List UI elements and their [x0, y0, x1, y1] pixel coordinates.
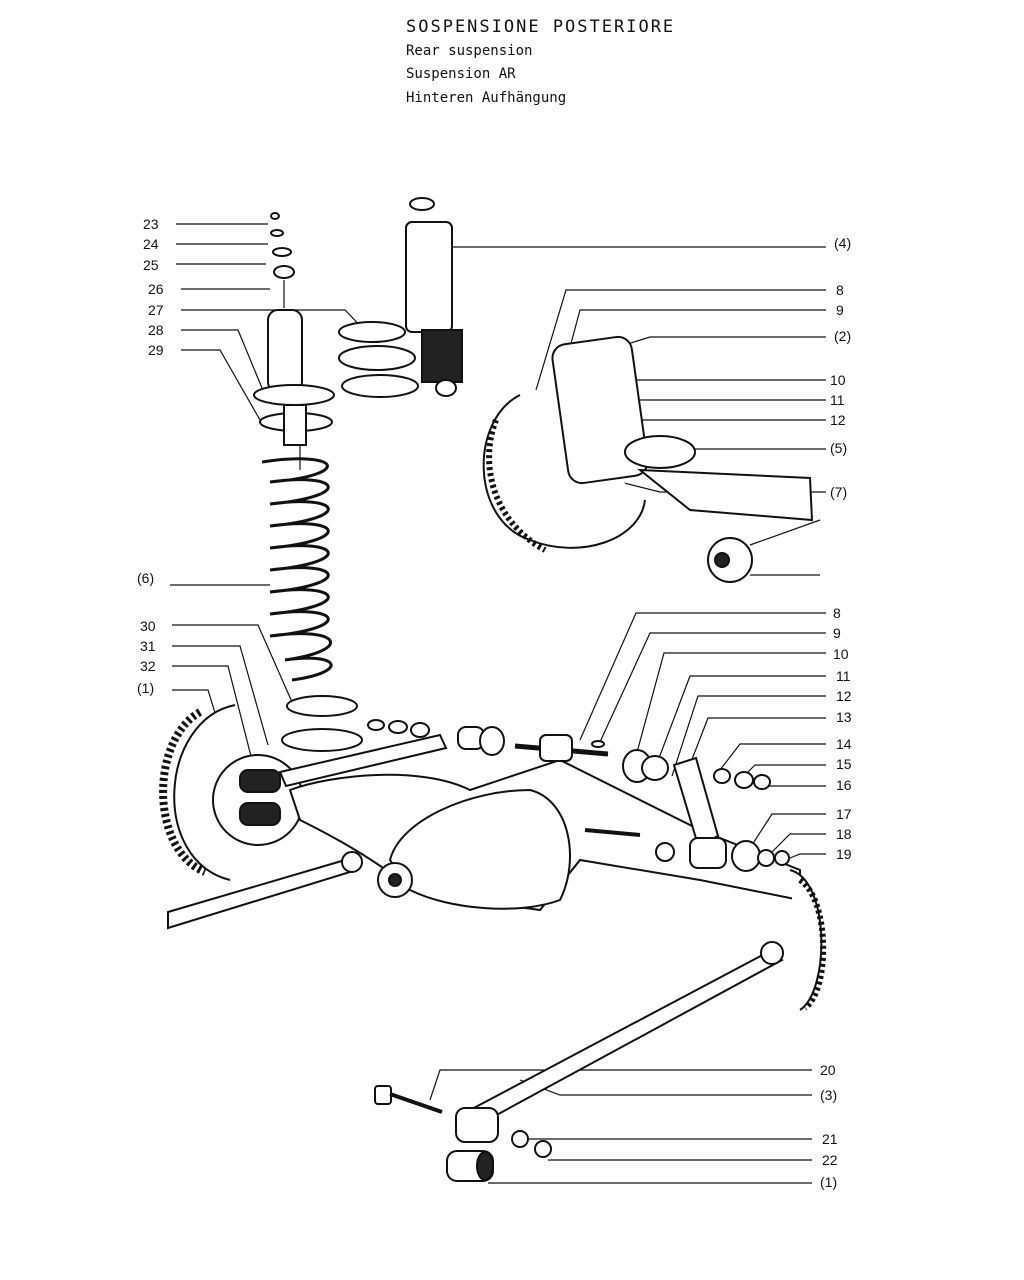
- bushings-lower: [584, 828, 790, 872]
- label-6: (6): [137, 570, 154, 586]
- label-10-mid: 10: [833, 646, 849, 662]
- label-1-left: (1): [137, 680, 154, 696]
- label-8-top: 8: [836, 282, 844, 298]
- label-25: 25: [143, 257, 159, 273]
- label-5: (5): [830, 440, 847, 456]
- label-7: (7): [830, 484, 847, 500]
- hub-inset: [482, 335, 821, 583]
- label-3: (3): [820, 1087, 837, 1103]
- label-12-top: 12: [830, 412, 846, 428]
- label-28: 28: [148, 322, 164, 338]
- differential-housing: [377, 788, 571, 910]
- label-21: 21: [822, 1131, 838, 1147]
- label-31: 31: [140, 638, 156, 654]
- label-23: 23: [143, 216, 159, 232]
- label-16: 16: [836, 777, 852, 793]
- nut-and-washers: [270, 212, 295, 308]
- rod-bolt-and-nuts: [374, 1085, 552, 1182]
- label-30: 30: [140, 618, 156, 634]
- label-4: (4): [834, 235, 851, 251]
- label-18: 18: [836, 826, 852, 842]
- label-24: 24: [143, 236, 159, 252]
- label-32: 32: [140, 658, 156, 674]
- label-12-mid: 12: [836, 688, 852, 704]
- label-1-bottom: (1): [820, 1174, 837, 1190]
- title-english: Rear suspension: [406, 43, 533, 59]
- left-brake-drum: [159, 704, 304, 881]
- label-11-mid: 11: [836, 668, 851, 684]
- label-13: 13: [836, 709, 852, 725]
- label-19: 19: [836, 846, 852, 862]
- label-20: 20: [820, 1062, 836, 1078]
- shock-absorber: [405, 197, 463, 397]
- title-french: Suspension AR: [406, 66, 516, 82]
- damper-body: [253, 309, 335, 470]
- bushings-upper: [367, 719, 771, 847]
- title-german: Hinteren Aufhängung: [406, 90, 567, 106]
- label-8-mid: 8: [833, 605, 841, 621]
- label-2: (2): [834, 328, 851, 344]
- label-17: 17: [836, 806, 852, 822]
- coil-spring: [261, 457, 333, 682]
- label-9-mid: 9: [833, 625, 841, 641]
- upper-link-bar: [278, 733, 448, 788]
- leader-lines: [170, 223, 826, 1184]
- left-trailing-arm: [167, 851, 363, 930]
- spring-pads: [338, 321, 419, 398]
- label-15: 15: [836, 756, 852, 772]
- label-9-top: 9: [836, 302, 844, 318]
- label-10-top: 10: [830, 372, 846, 388]
- spring-seats: [281, 695, 363, 752]
- label-29: 29: [148, 342, 164, 358]
- label-26: 26: [148, 281, 164, 297]
- label-14: 14: [836, 736, 852, 752]
- label-22: 22: [822, 1152, 838, 1168]
- label-11-top: 11: [830, 392, 845, 408]
- right-brake-drum: [789, 869, 827, 1011]
- title-italian: SOSPENSIONE POSTERIORE: [406, 17, 676, 37]
- label-27: 27: [148, 302, 164, 318]
- transverse-rod: [455, 941, 784, 1143]
